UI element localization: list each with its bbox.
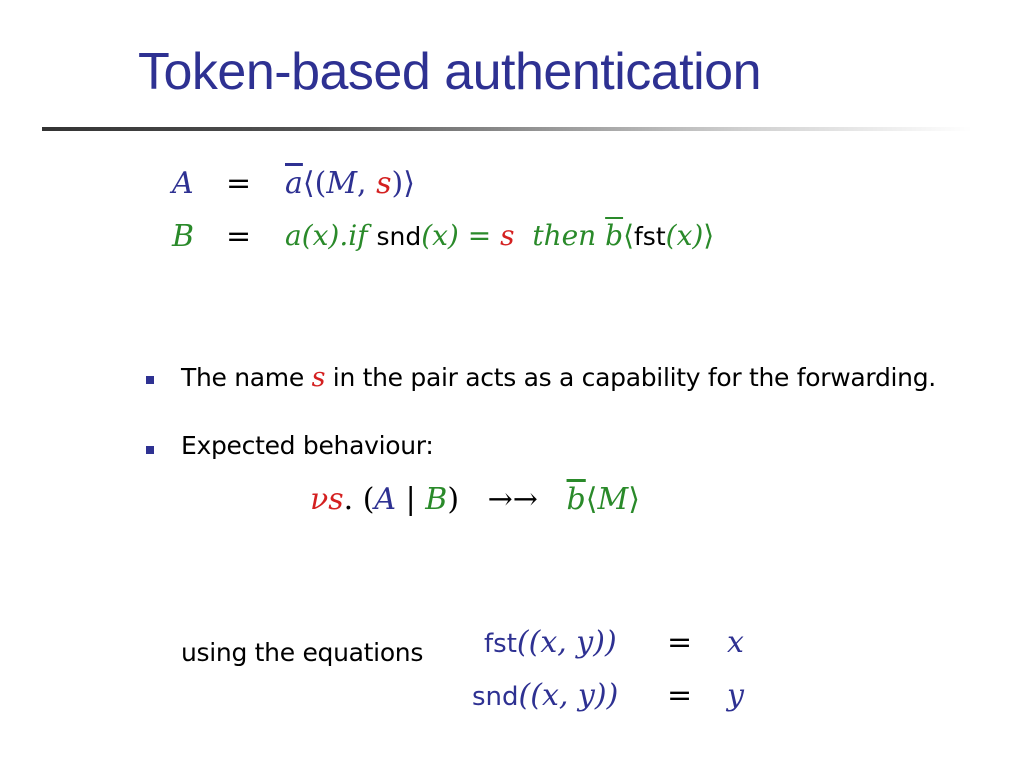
eq-fst-rhs: x (727, 625, 744, 660)
definition-b-rhs: a(x).if snd(x) = s then b⟨fst(x)⟩ (285, 219, 714, 252)
definition-a: A (172, 166, 194, 201)
definition-a-rel: = (226, 166, 251, 201)
def-b-snd: snd (376, 222, 422, 251)
equation-fst: fst((x, y)) (484, 625, 617, 660)
def-b-then: then (532, 219, 597, 252)
def-b-s: s (500, 219, 515, 252)
bullet-marker (146, 446, 154, 454)
def-b-arg1: (x) (421, 219, 459, 252)
bullet-1-pre: The name (181, 363, 312, 392)
behaviour-out-close: ⟩ (628, 482, 640, 517)
def-b-equals: = (226, 219, 252, 254)
def-b-eq: = (467, 219, 492, 252)
def-a-comma: , (357, 166, 377, 201)
def-a-lhs: A (172, 166, 194, 201)
eq-snd-rhs: y (727, 678, 744, 713)
eq-fst-fn: fst (484, 629, 517, 659)
bullet-capability: The name s in the pair acts as a capabil… (181, 362, 936, 393)
behaviour-open: ⟨ (585, 482, 598, 517)
behaviour-b: B (425, 482, 448, 517)
def-b-arg2: (x) (665, 219, 704, 252)
def-a-equals: = (226, 166, 252, 201)
def-b-close: ⟩ (703, 219, 715, 252)
def-b-fst: fst (634, 222, 666, 251)
behaviour-dot: . ( (343, 482, 375, 517)
def-b-input: a(x). (285, 219, 349, 252)
behaviour-nu: νs (310, 482, 344, 517)
behaviour-a: A (374, 482, 397, 517)
equation-snd-rhs: y (727, 678, 744, 713)
bullet-expected-behaviour: Expected behaviour: (181, 431, 434, 460)
title-divider (42, 127, 972, 131)
definition-b-rel: = (226, 219, 251, 254)
definition-a-rhs: a⟨(M, s)⟩ (285, 166, 415, 201)
equation-fst-rel: = (667, 625, 692, 660)
bullet-1-post: in the pair acts as a capability for the… (325, 363, 936, 392)
def-b-open: ⟨ (623, 219, 634, 252)
def-b-if: if (348, 219, 368, 252)
def-a-m: M (326, 166, 358, 201)
behaviour-close: ) (447, 482, 460, 517)
behaviour-channel: b (566, 482, 586, 517)
def-b-lhs: B (172, 219, 195, 254)
eq-fst-arg: ((x, y)) (516, 625, 617, 660)
slide-title: Token-based authentication (138, 43, 762, 101)
def-a-close: )⟩ (391, 166, 415, 201)
eq-snd-fn: snd (472, 682, 519, 712)
def-a-s: s (376, 166, 392, 201)
eq-snd-equals: = (667, 678, 693, 713)
equations-label: using the equations (181, 638, 424, 667)
behaviour-arrow: →→ (487, 482, 538, 517)
equation-snd-rel: = (667, 678, 692, 713)
definition-b: B (172, 219, 194, 254)
equation-snd: snd((x, y)) (472, 678, 618, 713)
behaviour-m: M (597, 482, 629, 517)
behaviour-reduction: νs. (A | B) →→ b⟨M⟩ (310, 482, 640, 517)
behaviour-bar: | (396, 482, 426, 517)
eq-fst-equals: = (667, 625, 693, 660)
bullet-1-symbol: s (311, 362, 326, 393)
def-b-channel: b (605, 219, 624, 252)
eq-snd-arg: ((x, y)) (518, 678, 619, 713)
def-a-open: ⟨( (302, 166, 327, 201)
bullet-marker (146, 376, 154, 384)
def-a-channel: a (285, 166, 303, 201)
equation-fst-rhs: x (727, 625, 744, 660)
